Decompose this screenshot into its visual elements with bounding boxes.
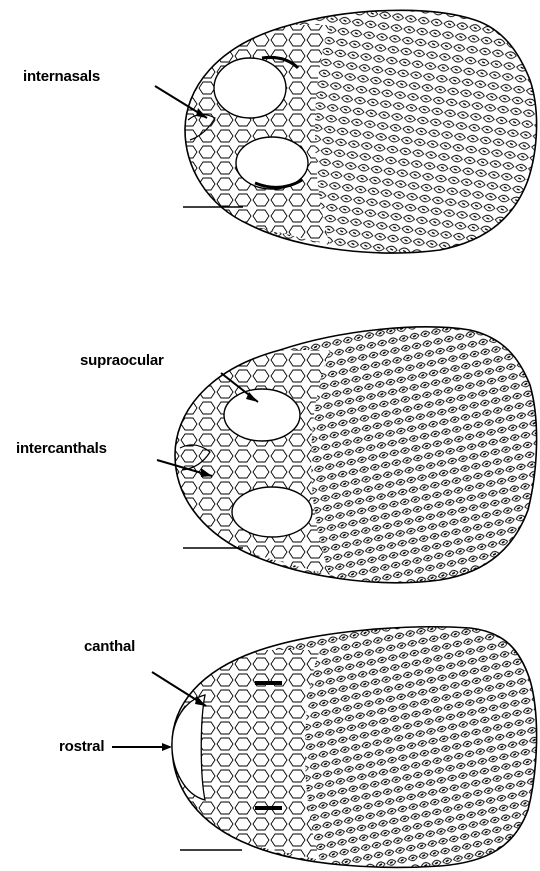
label-canthal: canthal bbox=[84, 638, 135, 655]
head-panel-1 bbox=[155, 0, 540, 270]
label-internasals: internasals bbox=[23, 68, 100, 85]
supraocular-plate-left bbox=[214, 58, 286, 118]
head-panel-2 bbox=[157, 320, 540, 595]
label-rostral: rostral bbox=[59, 738, 104, 755]
supraocular-plate-upper bbox=[224, 389, 300, 441]
rostral-scale bbox=[172, 695, 205, 800]
head-panel-3 bbox=[112, 620, 540, 871]
label-supraocular: supraocular bbox=[80, 352, 164, 369]
supraocular-plate-lower bbox=[232, 487, 312, 537]
label-intercanthals: intercanthals bbox=[16, 440, 107, 457]
